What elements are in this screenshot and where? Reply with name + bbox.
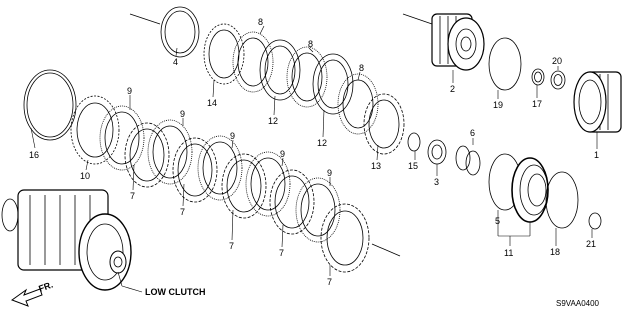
callout-8c: 8 [359,63,364,73]
callout-19: 19 [493,100,503,110]
callout-8b: 8 [308,39,313,49]
snap-ring-15 [407,132,421,152]
diagram-code: S9VAA0400 [556,299,600,308]
callout-7b: 7 [180,207,185,217]
seal-rings-6 [455,145,481,176]
callout-15: 15 [408,161,418,171]
callout-16: 16 [29,150,39,160]
o-ring-19 [488,37,522,91]
callout-11: 11 [504,248,513,258]
leader-lines [30,25,598,276]
low-clutch-drum [1,189,132,291]
callout-9a: 9 [127,86,132,96]
callout-9e: 9 [327,168,332,178]
callout-18: 18 [550,247,560,257]
callout-20: 20 [552,56,562,66]
seal-17 [531,68,545,86]
clutch-drum-1 [573,71,622,133]
direction-label: FR. [37,280,54,294]
callout-2: 2 [450,84,455,94]
seal-20 [550,70,566,90]
callout-7e: 7 [327,277,332,287]
callout-9d: 9 [280,149,285,159]
callout-7a: 7 [130,191,135,201]
low-clutch-label: LOW CLUTCH [145,287,206,297]
snap-ring-16 [23,69,77,141]
snap-ring-21 [588,212,602,230]
low-clutch-caption: LOW CLUTCH [117,271,206,297]
callout-9c: 9 [230,131,235,141]
front-direction-arrow: FR. [10,280,54,307]
thrust-bearing-3 [427,139,447,165]
callout-5: 5 [495,216,500,226]
piston-assembly [488,153,579,229]
callout-17: 17 [532,99,542,109]
callout-3: 3 [434,177,439,187]
lower-clutch-pack [70,95,401,273]
callout-12b: 12 [317,138,327,148]
snap-ring-4 [129,6,200,58]
callout-21: 21 [586,239,596,249]
callout-12a: 12 [268,116,278,126]
callout-labels: 4 14 8 8 8 12 12 13 16 10 9 9 9 9 9 7 7 … [29,17,599,287]
callout-7d: 7 [279,248,284,258]
callout-1: 1 [594,150,599,160]
callout-8a: 8 [258,17,263,27]
callout-6: 6 [470,128,475,138]
callout-10: 10 [80,171,90,181]
callout-9b: 9 [180,109,185,119]
callout-7c: 7 [229,241,234,251]
clutch-drum-2 [402,13,485,71]
callout-4: 4 [173,57,178,67]
callout-14: 14 [207,98,217,108]
callout-13: 13 [371,161,381,171]
